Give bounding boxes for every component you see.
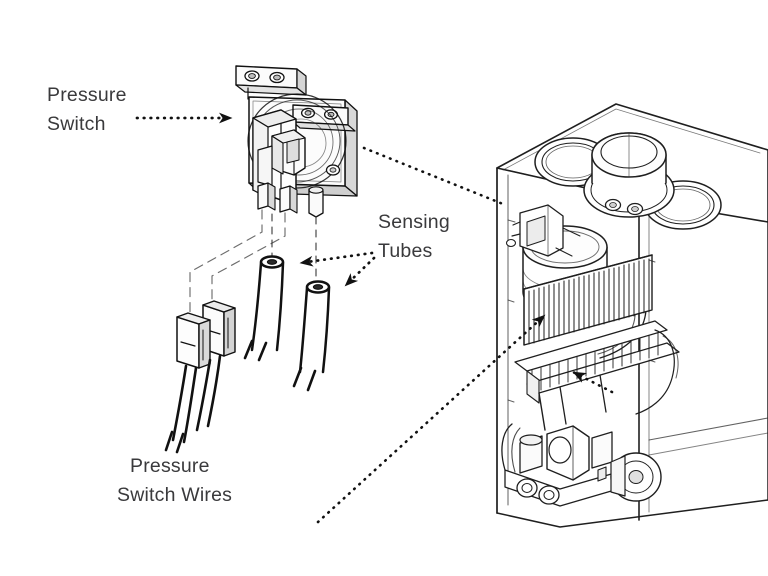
switch-plate-screw-hole (325, 164, 341, 176)
boiler-igniter-block (505, 204, 581, 257)
sensing-tube-right (292, 280, 331, 392)
heat-exchanger-leader (316, 313, 547, 524)
switch-mounting-tab-upper (235, 65, 307, 100)
pressure-switch-wires-label-line2: Switch Wires (117, 484, 232, 506)
boiler-fan-assembly (583, 132, 675, 218)
tube-alignment-lines (271, 213, 317, 283)
pressure-switch-wires-label-line1: Pressure (130, 455, 210, 477)
sensing-tube-left-leader (298, 251, 374, 267)
boiler-heat-exchanger (523, 254, 653, 346)
spade-connector-front (176, 312, 211, 369)
assembly-alignment-lines (189, 209, 286, 315)
pressure-switch-wires (164, 300, 236, 454)
sensing-tubes (243, 255, 331, 392)
callout-leaders (135, 112, 614, 524)
sensing-tubes-label-line2: Tubes (378, 240, 433, 262)
switch-terminal-blades (257, 182, 298, 214)
sensing-tubes-label-line1: Sensing (378, 211, 450, 233)
boiler-burner-manifold (514, 320, 680, 431)
pressure-switch-label-line1: Pressure (47, 84, 127, 106)
diagram-labels: Pressure Switch Sensing Tubes Pressure S… (47, 84, 456, 506)
boiler-cutaway (496, 103, 768, 528)
switch-location-leader (362, 146, 505, 206)
boiler-gas-valve-pump (501, 423, 662, 507)
pressure-switch-label: Pressure Switch (47, 84, 132, 135)
sensing-tube-left (243, 255, 285, 362)
boiler-pipe-loop (635, 329, 768, 456)
sensing-tubes-label: Sensing Tubes (378, 211, 456, 262)
switch-pressure-port (308, 186, 324, 218)
sensing-tube-right-leader (343, 256, 376, 288)
switch-body-bracket (252, 109, 306, 201)
pressure-switch (235, 65, 358, 218)
pressure-switch-wires-label: Pressure Switch Wires (117, 455, 232, 506)
wire-leads (164, 354, 222, 454)
combustion-duct-leader (571, 370, 614, 394)
boiler-inner-detail (507, 219, 656, 403)
pressure-switch-label-line2: Switch (47, 113, 106, 135)
